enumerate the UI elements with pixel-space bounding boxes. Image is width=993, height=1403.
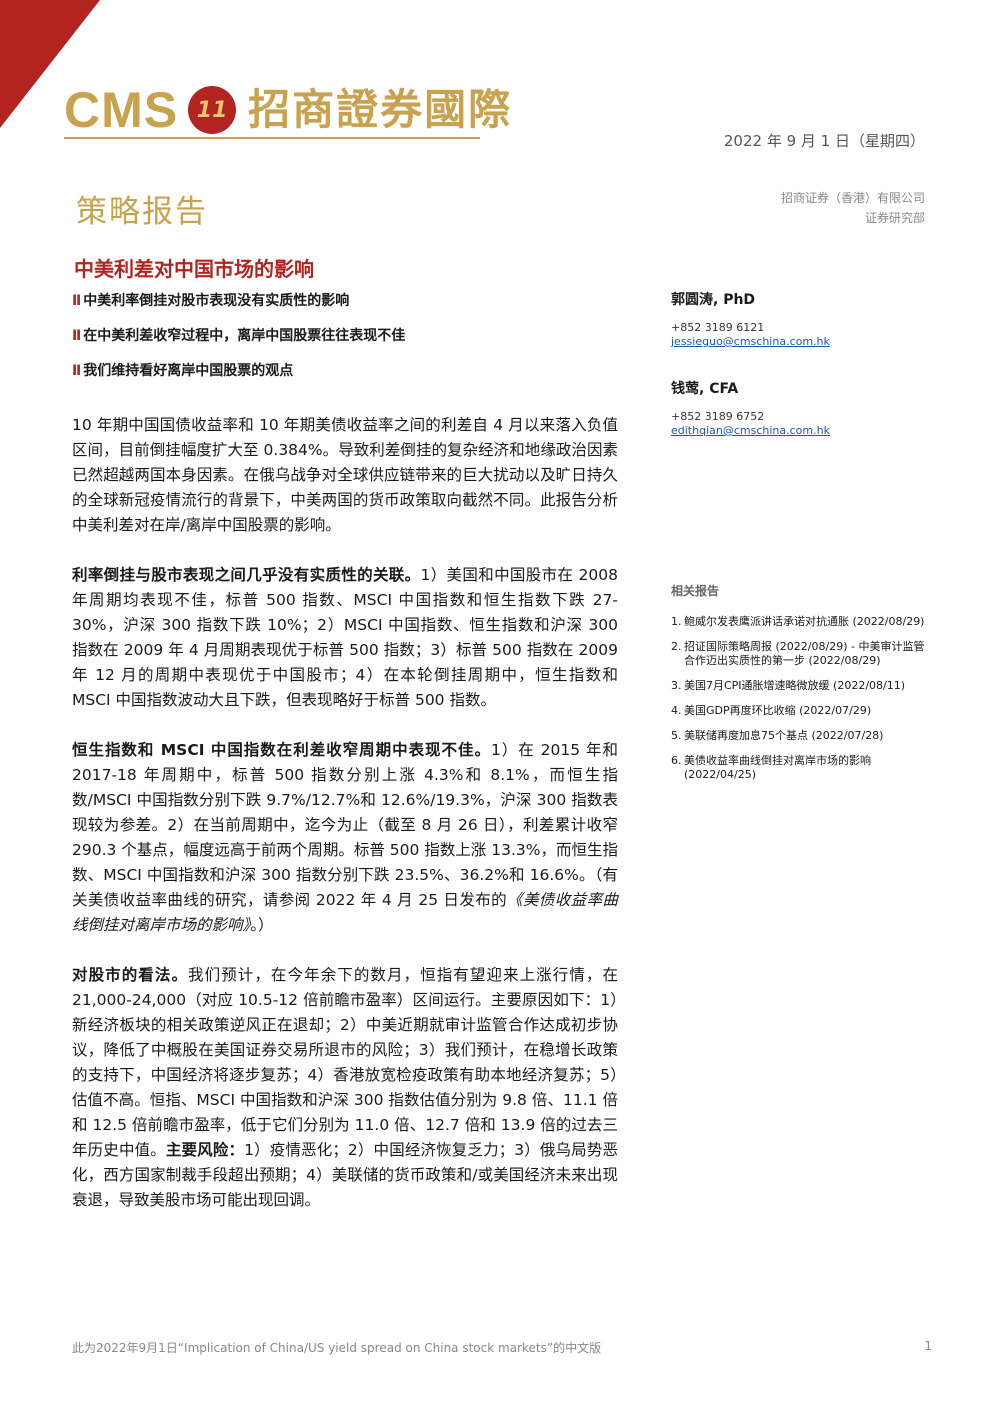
logo-mark-icon: 11 [188,86,237,134]
logo-text-en: CMS [64,82,179,138]
body-paragraph: 对股市的看法。我们预计，在今年余下的数月，恒指有望迎来上涨行情，在 21,000… [72,966,618,1209]
cited-report-title: 《美债收益率曲线倒挂对离岸市场的影响》 [72,891,618,934]
report-title: 中美利差对中国市场的影响 [74,257,314,281]
company-info: 招商证券（香港）有限公司 证券研究部 [781,188,925,228]
report-body: 10 年期中国国债收益率和 10 年期美债收益率之间的利差自 4 月以来落入负值… [72,413,618,1238]
analyst-name: 郭圆涛, PhD [671,292,756,308]
related-report-item[interactable]: 2.招证国际策略周报 (2022/08/29) - 中美审计监管合作迈出实质性的… [671,640,925,667]
paragraph-lead: 恒生指数和 MSCI 中国指数在利差收窄周期中表现不佳。 [72,741,491,759]
footer-note: 此为2022年9月1日“Implication of China/US yiel… [72,1341,602,1355]
analyst-email-link[interactable]: jessieguo@cmschina.com.hk [671,335,830,348]
related-report-item[interactable]: 3.美国7月CPI通胀增速略微放缓 (2022/08/11) [671,679,906,692]
cms-logo: CMS 11 招商證券國際 [64,80,512,140]
related-report-item[interactable]: 5.美联储再度加息75个基点 (2022/07/28) [671,729,884,742]
company-name: 招商证券（香港）有限公司 [780,191,925,205]
analyst-email-link[interactable]: edithqian@cmschina.com.hk [671,424,830,437]
related-report-item[interactable]: 6.美债收益率曲线倒挂对离岸市场的影响 (2022/04/25) [671,754,871,781]
logo-underline [64,137,480,139]
summary-paragraph: 10 年期中国国债收益率和 10 年期美债收益率之间的利差自 4 月以来落入负值… [72,416,618,534]
analyst-name: 钱莺, CFA [671,381,739,397]
body-paragraph: 利率倒挂与股市表现之间几乎没有实质性的关联。1）美国和中国股市在 2008 年周… [72,566,618,709]
analyst-phone: +852 3189 6752 [671,410,765,423]
report-type: 策略报告 [76,194,208,230]
bullet-marker-icon: Ⅱ [72,363,82,379]
analyst-phone: +852 3189 6121 [671,321,765,334]
related-reports: 相关报告 1.鲍威尔发表鹰派讲话承诺对抗通胀 (2022/08/29) 2.招证… [671,582,931,793]
bullet-marker-icon: Ⅱ [72,293,82,309]
department-name: 证券研究部 [864,211,925,225]
page-number: 1 [924,1339,932,1353]
bullet-marker-icon: Ⅱ [72,328,82,344]
related-report-item[interactable]: 4.美国GDP再度环比收缩 (2022/07/29) [671,704,872,717]
report-date: 2022 年 9 月 1 日（星期四） [723,132,925,150]
paragraph-lead: 利率倒挂与股市表现之间几乎没有实质性的关联。 [72,566,421,584]
body-paragraph: 恒生指数和 MSCI 中国指数在利差收窄周期中表现不佳。1）在 2015 年和 … [72,741,618,934]
paragraph-lead: 对股市的看法。 [72,966,189,984]
logo-text-cn: 招商證券國際 [248,85,513,134]
analyst-card: 钱莺, CFA +852 3189 6752 edithqian@cmschin… [671,378,941,438]
corner-decoration [0,0,100,128]
analyst-card: 郭圆涛, PhD +852 3189 6121 jessieguo@cmschi… [671,289,941,349]
related-reports-title: 相关报告 [671,584,720,598]
related-report-item[interactable]: 1.鲍威尔发表鹰派讲话承诺对抗通胀 (2022/08/29) [671,615,925,628]
risk-lead: 主要风险： [165,1141,245,1159]
